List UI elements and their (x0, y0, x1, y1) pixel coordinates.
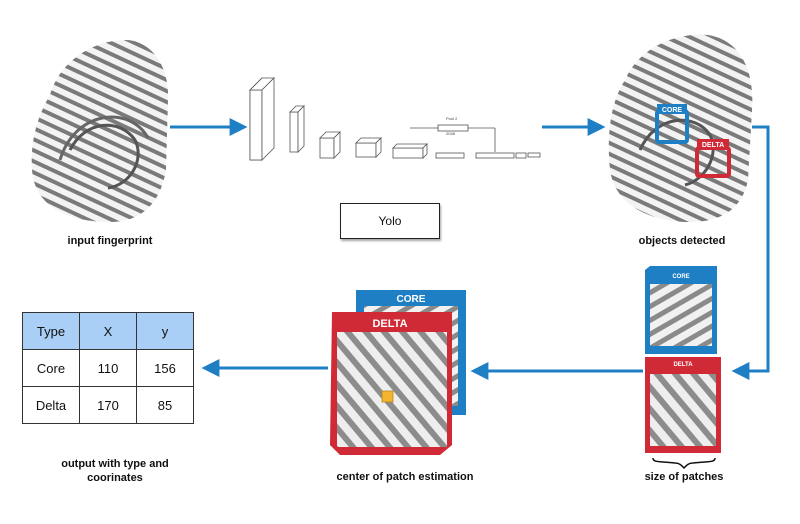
cell-type: Core (22, 349, 80, 387)
table-row: Delta 170 85 (22, 386, 194, 424)
header-x: X (79, 312, 137, 350)
caption-output-line1: output with type and (61, 458, 169, 470)
cell-y: 85 (136, 386, 194, 424)
detected-fingerprint-image (608, 34, 753, 222)
network-label-pool: Pool 2 (446, 116, 458, 121)
caption-size-of-patches: size of patches (644, 471, 724, 483)
cell-type: Delta (22, 386, 80, 424)
delta-center-label: DELTA (372, 318, 407, 330)
caption-objects-detected: objects detected (638, 235, 726, 247)
cell-x: 110 (79, 349, 137, 387)
core-center-label: CORE (397, 294, 426, 305)
core-patch-label: CORE (672, 274, 689, 280)
cell-x: 170 (79, 386, 137, 424)
center-point-marker (381, 390, 394, 403)
core-detection-box (655, 104, 689, 144)
output-table: Type X y Core 110 156 Delta 170 85 (22, 312, 194, 424)
caption-center-estimation: center of patch estimation (336, 471, 474, 483)
caption-output-line2: coorinates (87, 472, 143, 484)
output-table-header-row: Type X y (22, 312, 194, 350)
caption-output: output with type and coorinates (30, 457, 200, 485)
header-y: y (136, 312, 194, 350)
header-type: Type (22, 312, 80, 350)
table-row: Core 110 156 (22, 349, 194, 387)
core-patch-card (645, 266, 717, 354)
delta-detection-label: DELTA (702, 142, 724, 149)
network-label-2048: 2048 (446, 131, 456, 136)
core-detection-label: CORE (662, 107, 683, 114)
delta-patch-card (645, 357, 721, 453)
delta-patch-label: DELTA (673, 362, 693, 368)
delta-center-card (330, 312, 452, 455)
cell-y: 156 (136, 349, 194, 387)
yolo-model-box: Yolo (340, 203, 440, 239)
caption-input-fingerprint: input fingerprint (67, 235, 153, 247)
arrow-detection-to-patches (731, 125, 770, 380)
patch-size-brace (652, 457, 716, 470)
delta-detection-box (695, 139, 731, 178)
yolo-label: Yolo (378, 214, 402, 228)
yolo-network-architecture (249, 77, 541, 161)
input-fingerprint-image (31, 40, 169, 222)
